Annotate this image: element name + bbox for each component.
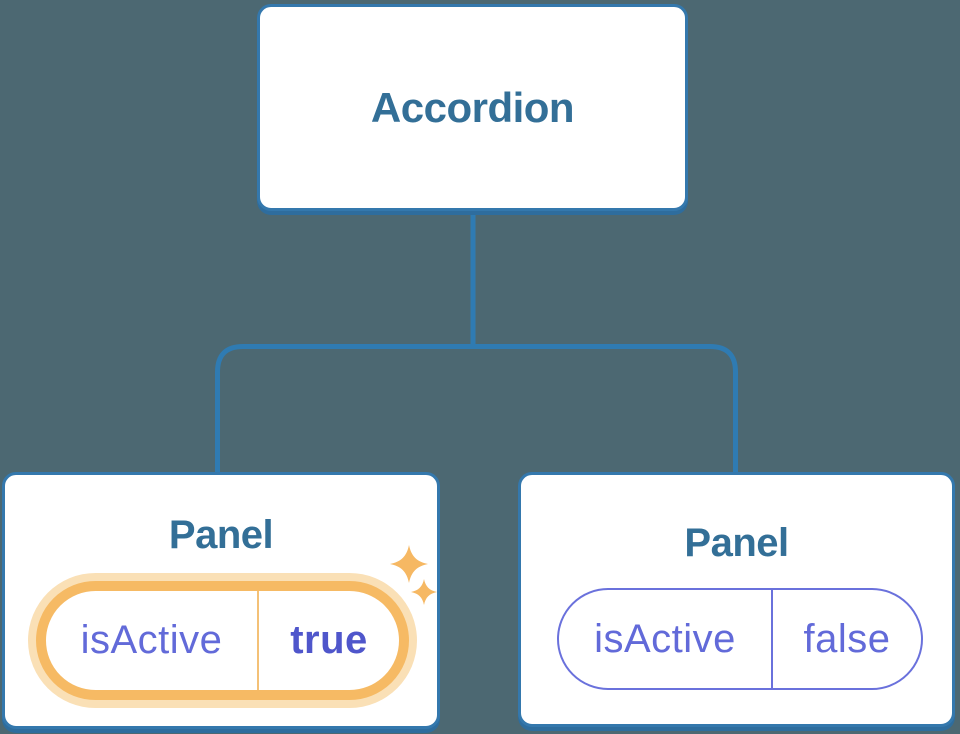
state-pill-inactive: isActive false [557, 588, 923, 690]
node-panel-inactive: Panel isActive false [518, 472, 955, 727]
sparkle-icon [411, 579, 437, 605]
node-accordion: Accordion [257, 4, 688, 211]
sparkle-icon [390, 545, 428, 583]
state-name-label: isActive [594, 616, 736, 661]
state-name-label: isActive [80, 618, 223, 662]
state-value-label: true [257, 591, 399, 690]
state-value-label: false [771, 590, 921, 688]
node-panel-active: Panel isActive true [2, 472, 440, 729]
connector-branch [215, 344, 738, 472]
state-pill-active: isActive true [36, 581, 409, 700]
node-panel-inactive-label: Panel [684, 521, 789, 565]
node-panel-active-label: Panel [168, 513, 274, 557]
node-accordion-label: Accordion [370, 83, 575, 131]
